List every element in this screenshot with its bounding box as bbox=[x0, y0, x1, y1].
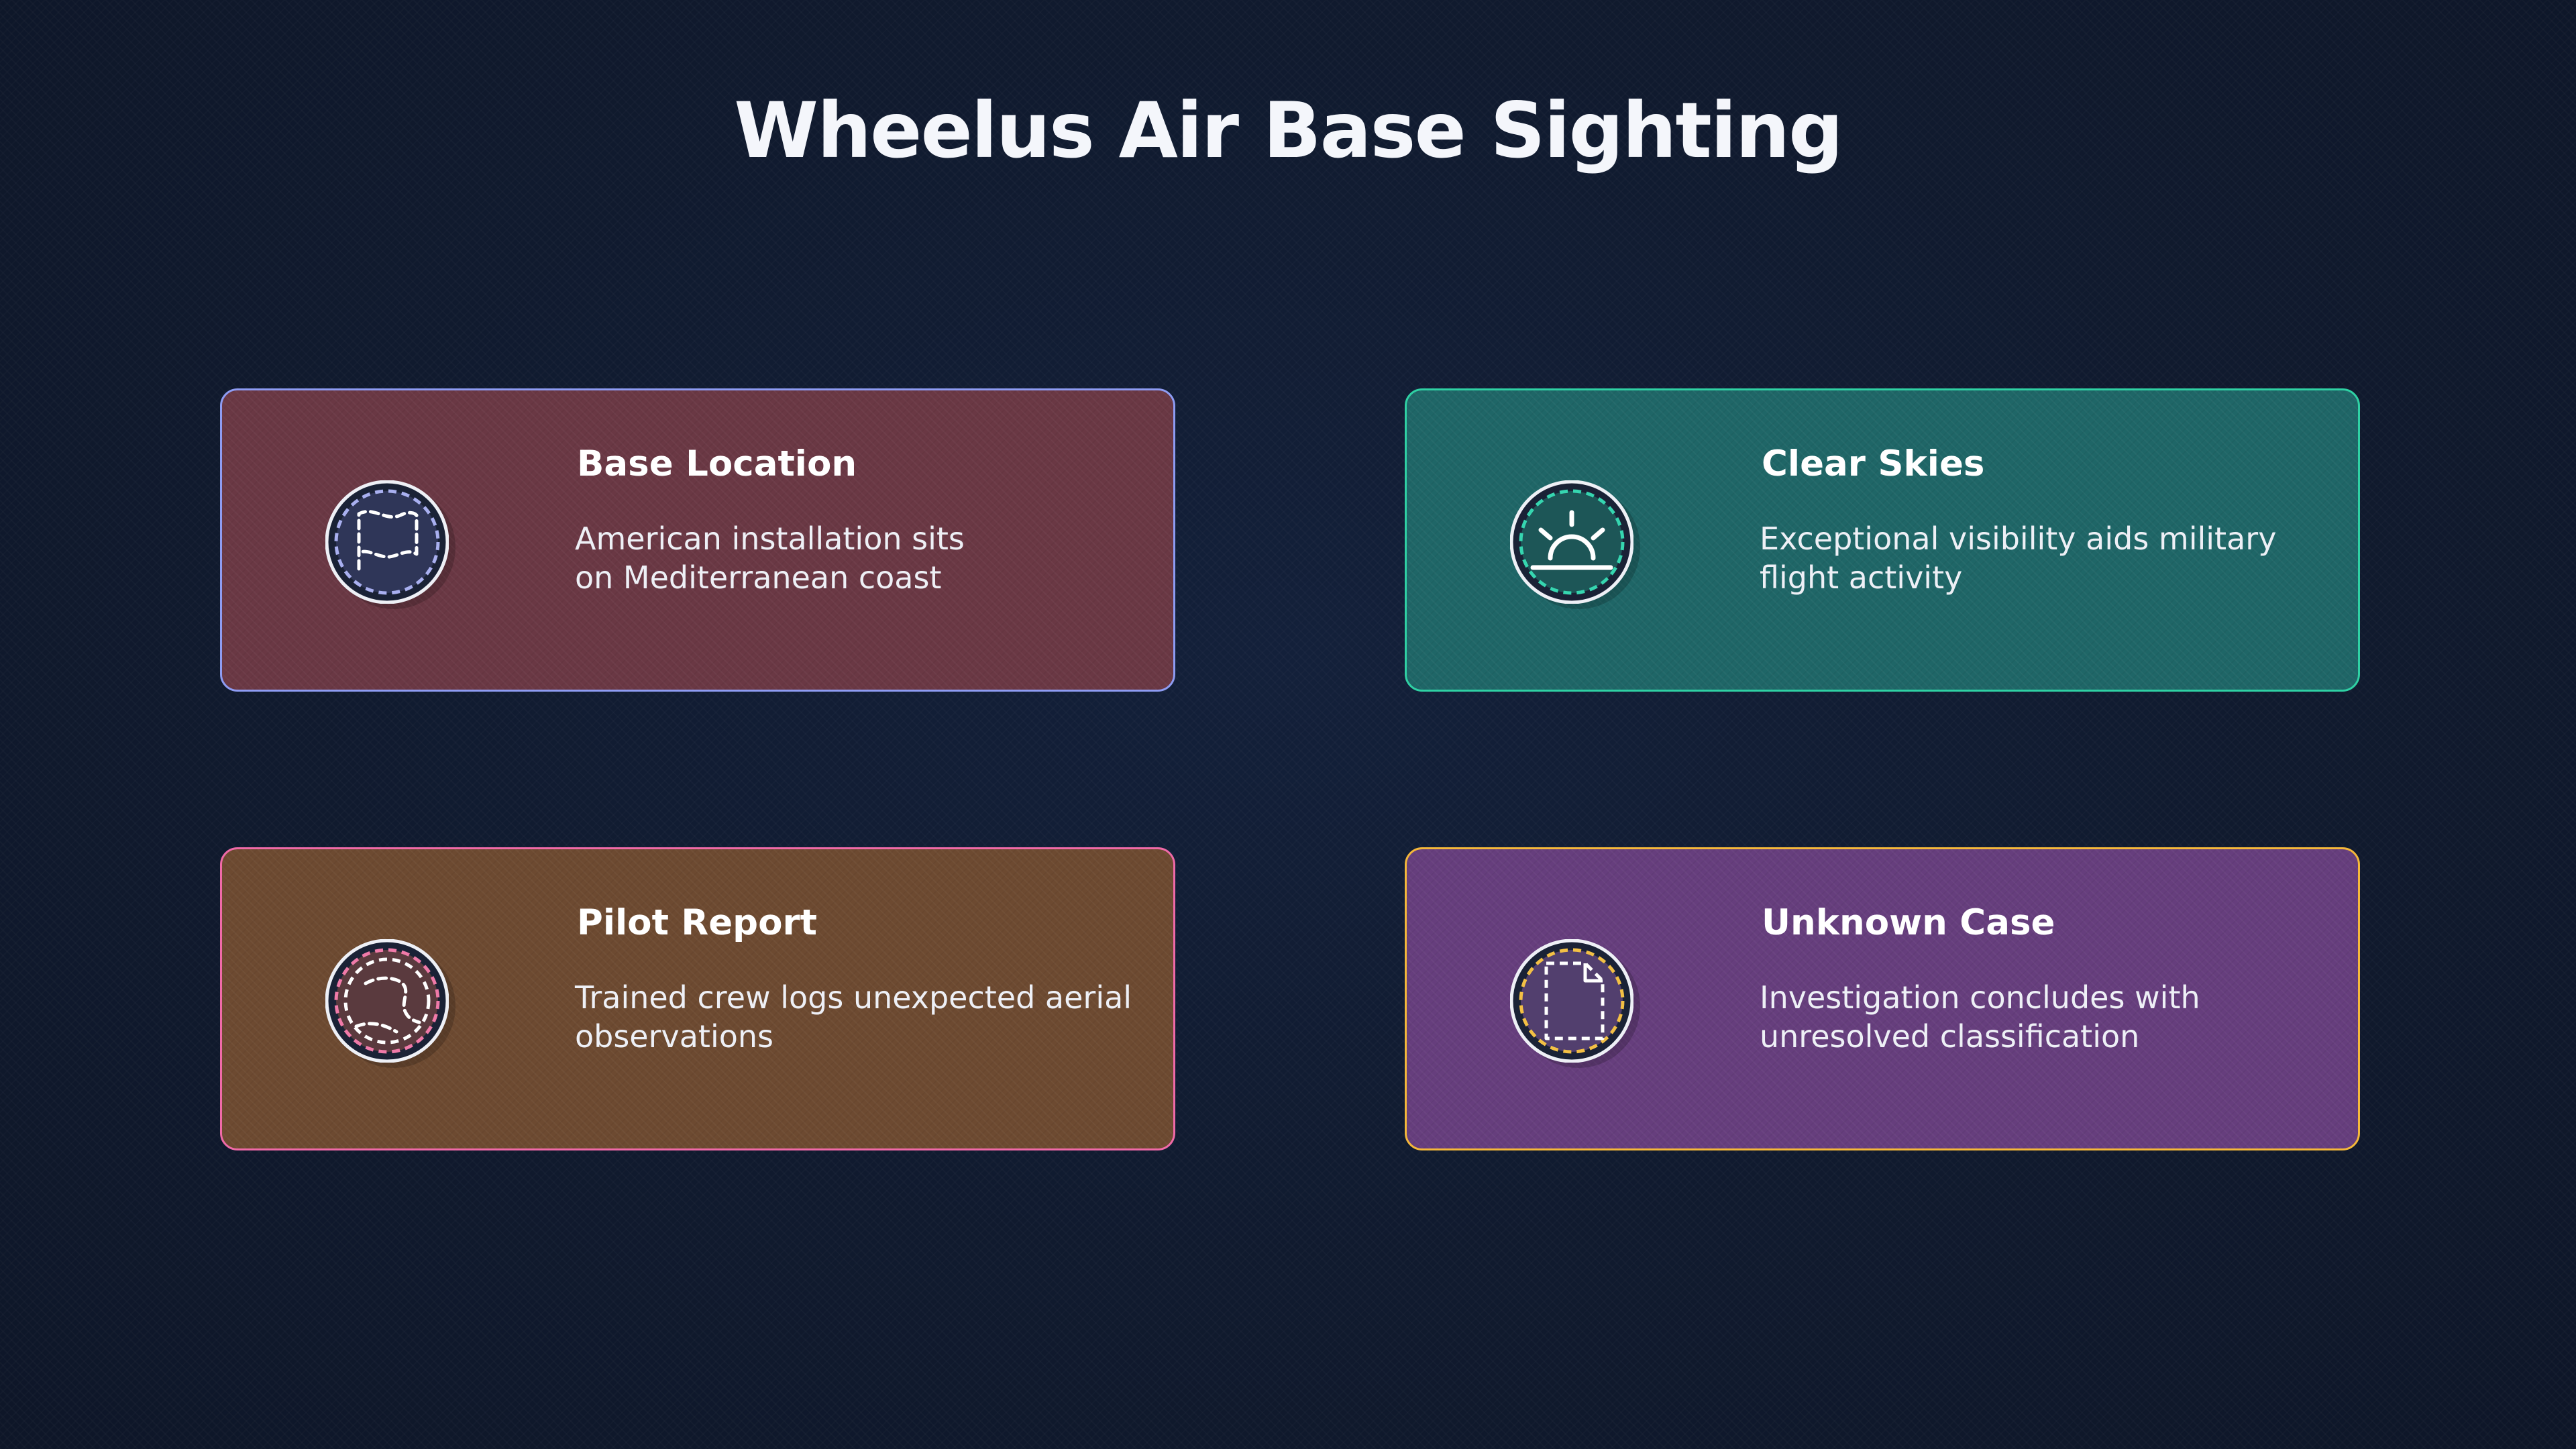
card-title: Pilot Report bbox=[577, 902, 817, 943]
page-title: Wheelus Air Base Sighting bbox=[734, 86, 1843, 175]
card-description: Trained crew logs unexpected aerial obse… bbox=[575, 979, 1132, 1055]
map-icon bbox=[325, 939, 449, 1063]
card-description: Exceptional visibility aids military fli… bbox=[1760, 521, 2277, 596]
document-icon bbox=[1510, 939, 1633, 1063]
flag-icon bbox=[325, 480, 449, 604]
sunrise-icon bbox=[1510, 480, 1633, 604]
card-title: Clear Skies bbox=[1762, 443, 1985, 484]
card-description: American installation sits on Mediterran… bbox=[575, 521, 965, 596]
card-base-location: Base Location American installation sits… bbox=[220, 388, 1175, 692]
card-unknown-case: Unknown Case Investigation concludes wit… bbox=[1405, 847, 2360, 1150]
card-title: Base Location bbox=[577, 443, 857, 484]
card-clear-skies: Clear Skies Exceptional visibility aids … bbox=[1405, 388, 2360, 692]
card-title: Unknown Case bbox=[1762, 902, 2055, 943]
card-description: Investigation concludes with unresolved … bbox=[1760, 979, 2200, 1055]
card-pilot-report: Pilot Report Trained crew logs unexpecte… bbox=[220, 847, 1175, 1150]
